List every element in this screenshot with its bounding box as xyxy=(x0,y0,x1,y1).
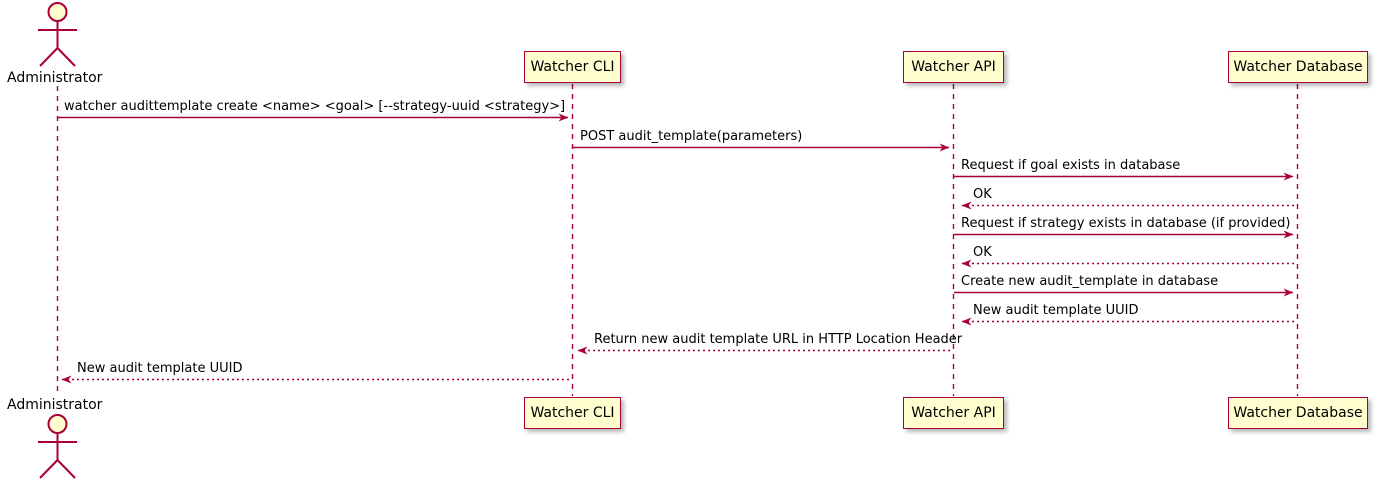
message-label-1: watcher audittemplate create <name> <goa… xyxy=(64,99,566,114)
participant-box-watcher-cli-bottom[interactable]: Watcher CLI xyxy=(524,397,621,429)
participant-label-watcher-api-bottom: Watcher API xyxy=(911,405,996,421)
participant-box-watcher-cli-top[interactable]: Watcher CLI xyxy=(524,51,621,83)
participant-box-watcher-database-top[interactable]: Watcher Database xyxy=(1228,51,1368,83)
participant-box-watcher-api-top[interactable]: Watcher API xyxy=(903,51,1004,83)
actor-label-administrator-bottom: Administrator xyxy=(7,397,103,413)
participant-box-watcher-api-bottom[interactable]: Watcher API xyxy=(903,397,1004,429)
message-label-2: POST audit_template(parameters) xyxy=(580,129,803,144)
participant-label-watcher-cli-top: Watcher CLI xyxy=(530,59,615,75)
message-label-5: Request if strategy exists in database (… xyxy=(961,216,1291,231)
participant-label-watcher-database-top: Watcher Database xyxy=(1233,59,1363,75)
message-label-10: New audit template UUID xyxy=(77,361,243,376)
actor-figure-top xyxy=(38,2,77,67)
message-label-9: Return new audit template URL in HTTP Lo… xyxy=(594,332,963,347)
message-label-3: Request if goal exists in database xyxy=(961,158,1181,173)
message-label-6: OK xyxy=(973,245,992,260)
actor-label-administrator-top: Administrator xyxy=(7,70,103,86)
participant-label-watcher-cli-bottom: Watcher CLI xyxy=(530,405,615,421)
message-label-8: New audit template UUID xyxy=(973,303,1139,318)
participant-label-watcher-api-top: Watcher API xyxy=(911,59,996,75)
participant-box-watcher-database-bottom[interactable]: Watcher Database xyxy=(1228,397,1368,429)
message-label-7: Create new audit_template in database xyxy=(961,274,1219,289)
message-label-4: OK xyxy=(973,187,992,202)
participant-label-watcher-database-bottom: Watcher Database xyxy=(1233,405,1363,421)
actor-figure-bottom xyxy=(38,414,77,479)
